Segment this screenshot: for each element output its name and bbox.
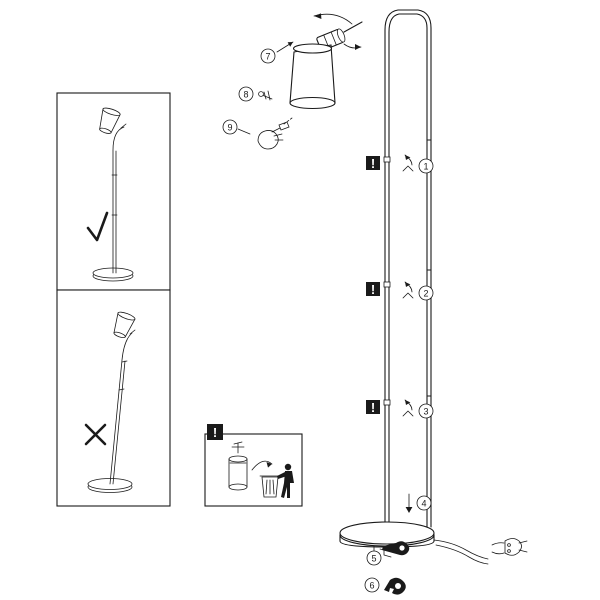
lamp-head xyxy=(289,21,363,110)
wrench-tool xyxy=(384,577,406,595)
callout-4: 4 xyxy=(405,493,432,513)
power-plug xyxy=(491,538,528,556)
callout-6: 6 xyxy=(364,577,406,595)
warning-exclamation-2: ! xyxy=(371,282,375,297)
lamp-pole xyxy=(383,9,432,531)
disposal-lamp-part xyxy=(228,441,248,491)
warning-exclamation-3: ! xyxy=(371,400,375,415)
trash-bin xyxy=(259,475,281,498)
head-rotation-arrows xyxy=(313,13,362,50)
cross-mark-icon xyxy=(84,423,107,446)
disposal-panel: ! xyxy=(204,424,303,507)
callout-2: ! 2 xyxy=(366,281,434,301)
callout-label-4: 4 xyxy=(421,499,426,509)
warning-exclamation: ! xyxy=(213,425,217,440)
callout-label-3: 3 xyxy=(423,407,428,417)
lamp-correct-illustration xyxy=(92,107,134,282)
power-cord xyxy=(433,538,528,565)
incorrect-orientation-panel xyxy=(56,289,171,507)
callout-label-5: 5 xyxy=(371,554,376,564)
callout-label-9: 9 xyxy=(227,123,232,133)
warning-badge-disposal: ! xyxy=(207,424,223,440)
light-bulb xyxy=(257,121,290,150)
callout-3: ! 3 xyxy=(366,399,434,419)
callout-label-6: 6 xyxy=(369,581,374,591)
callout-label-2: 2 xyxy=(423,289,428,299)
callout-label-1: 1 xyxy=(423,162,428,172)
callout-8: 8 xyxy=(238,86,254,102)
lamp-shade xyxy=(289,43,336,110)
correct-orientation-panel xyxy=(56,92,171,291)
callout-label-7: 7 xyxy=(265,52,270,62)
wrench-tool-base xyxy=(382,541,410,556)
callout-7: 7 xyxy=(260,41,294,64)
shade-screw xyxy=(258,90,273,101)
bulb-guide-line xyxy=(283,117,293,125)
lamp-incorrect-illustration xyxy=(87,311,136,493)
callout-label-8: 8 xyxy=(243,90,248,100)
person-figure xyxy=(277,463,294,498)
disposal-arrow xyxy=(251,460,273,471)
callout-5: 5 xyxy=(366,545,382,566)
warning-exclamation-1: ! xyxy=(371,156,375,171)
callout-9: 9 xyxy=(222,119,251,135)
lamp-base xyxy=(339,521,435,558)
check-mark-icon xyxy=(86,211,109,242)
callout-1: ! 1 xyxy=(366,154,434,174)
